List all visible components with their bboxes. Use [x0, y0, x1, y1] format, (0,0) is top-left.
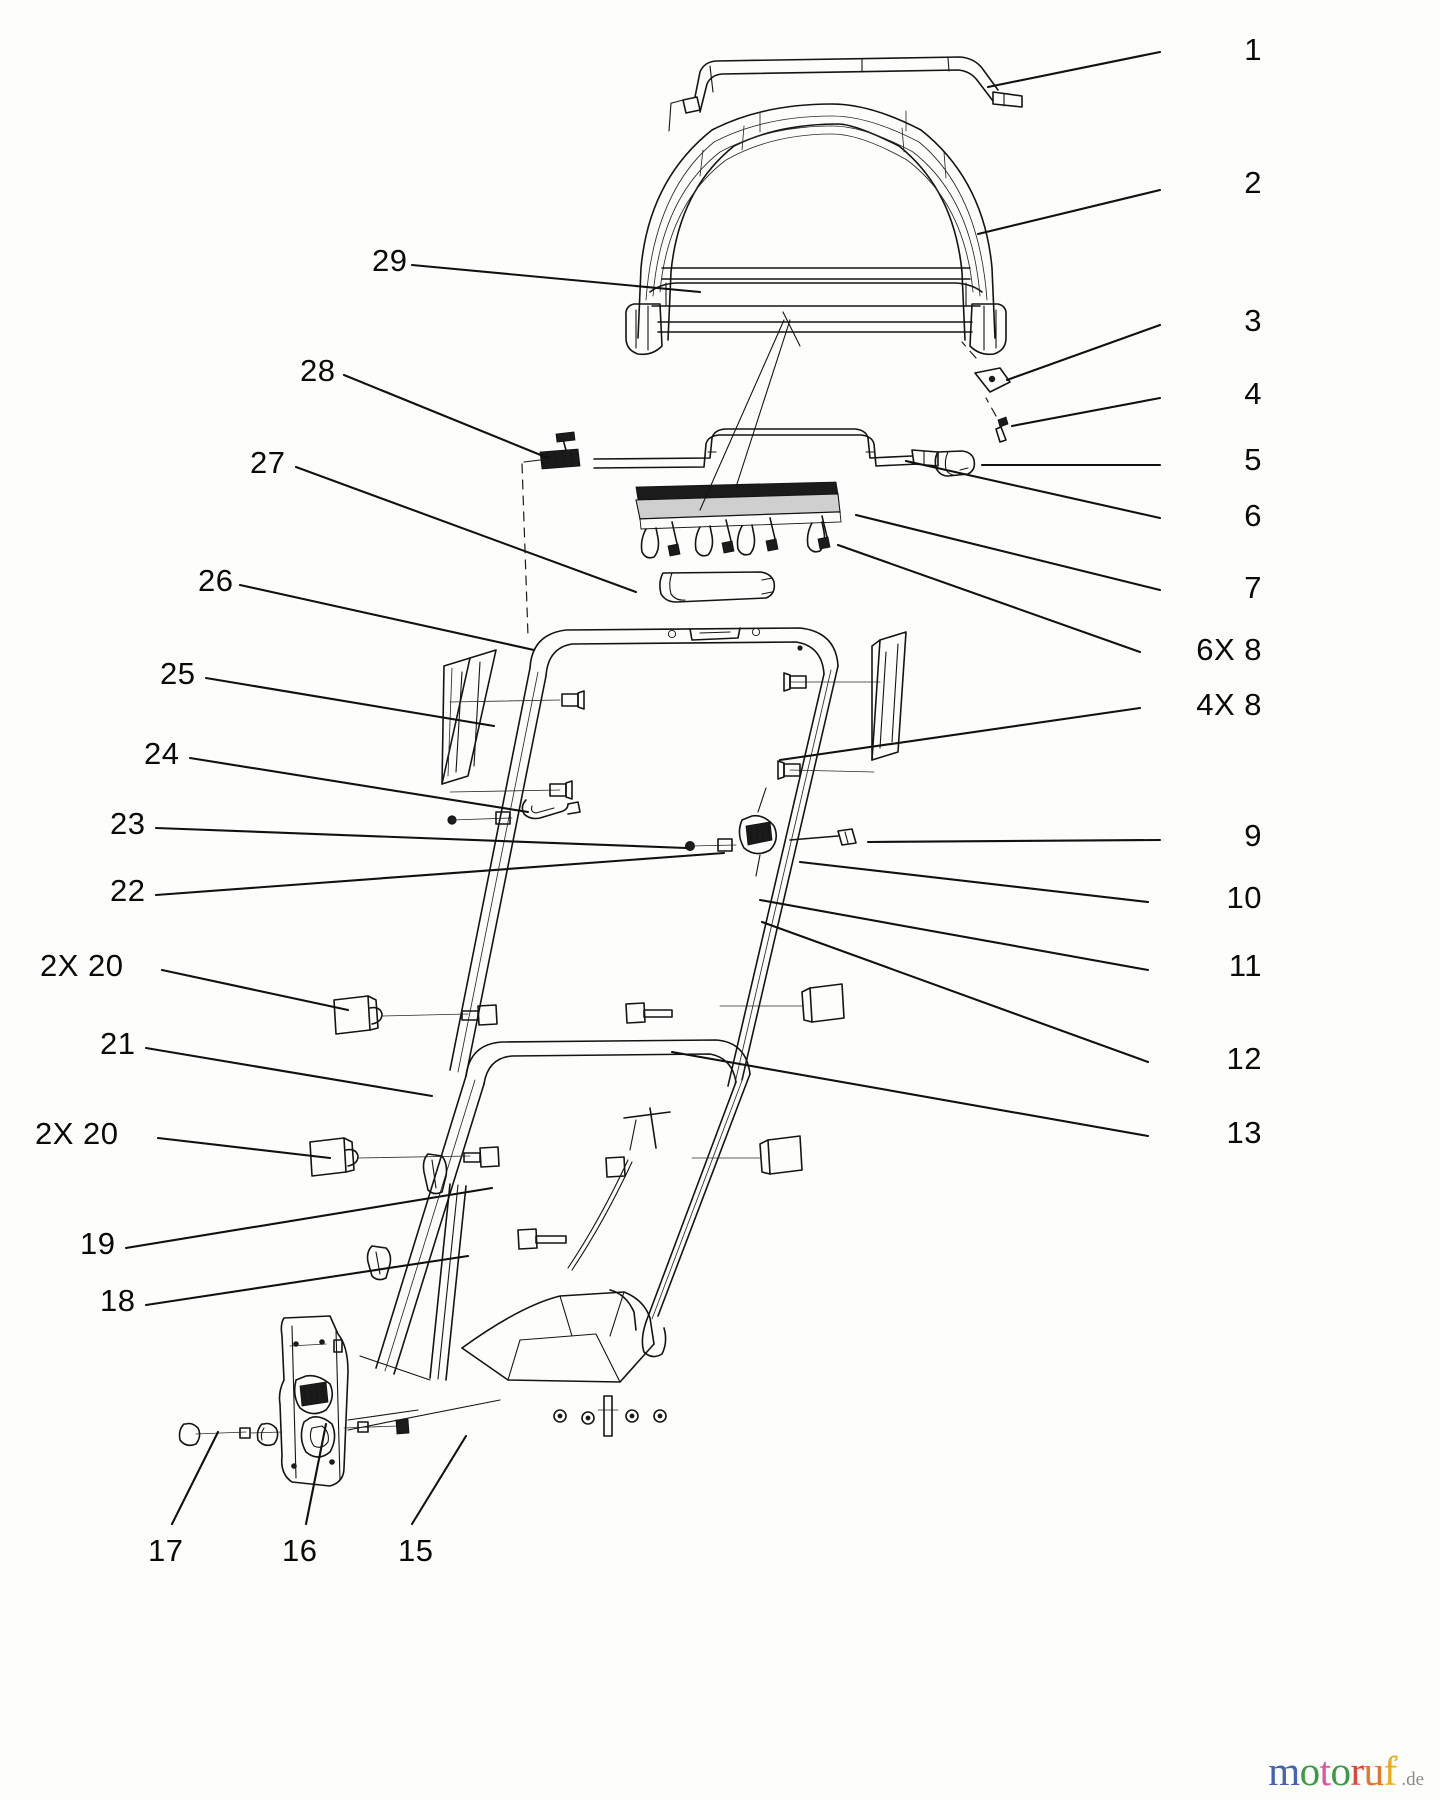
leader-line-4: [1010, 396, 1162, 428]
callout-number-18: 18: [100, 1283, 136, 1318]
callout-number-6: 6: [1244, 498, 1262, 533]
leader-line-4x-8: [778, 706, 1142, 762]
motoruf-logo: motoruf·.de: [1268, 1751, 1424, 1792]
brand-accent-dot: ·: [1392, 1753, 1398, 1769]
leader-line-15: [410, 1434, 468, 1526]
brand-letter-3: o: [1330, 1748, 1352, 1794]
callout-number-15: 15: [398, 1533, 434, 1568]
callout-number-23: 23: [110, 806, 146, 841]
callout-number-10: 10: [1226, 880, 1262, 915]
leader-line-28: [342, 373, 550, 460]
leader-line-1: [986, 50, 1162, 89]
callout-number-19: 19: [80, 1226, 116, 1261]
leader-line-6: [904, 459, 1162, 520]
brand-letter-0: m: [1268, 1748, 1300, 1794]
upper-handle-assembly-part-2: [625, 103, 1007, 356]
leader-line-23: [154, 826, 688, 850]
callout-number-2x-20: 2X 20: [35, 1116, 119, 1151]
brand-letter-2: t: [1319, 1748, 1331, 1794]
callout-number-2x-20: 2X 20: [40, 948, 124, 983]
callout-number-4: 4: [1244, 376, 1262, 411]
callout-number-24: 24: [144, 736, 180, 771]
brand-letters: motoruf: [1268, 1748, 1397, 1794]
callout-number-9: 9: [1244, 818, 1262, 853]
brand-letter-4: r: [1350, 1748, 1365, 1794]
leader-line-22: [154, 851, 726, 897]
callout-number-2: 2: [1244, 165, 1262, 200]
height-adjust-plate-part-15: [278, 1315, 501, 1487]
leader-line-27: [294, 465, 638, 594]
upper-control-bail-part-1: [668, 56, 1023, 132]
grip-tube-part-27: [659, 571, 776, 603]
callout-number-25: 25: [160, 656, 196, 691]
leader-line-6x-8: [836, 543, 1142, 654]
callout-number-17: 17: [148, 1533, 184, 1568]
leader-line-26: [238, 583, 536, 652]
leader-line-13: [670, 1050, 1150, 1138]
callout-number-5: 5: [1244, 442, 1262, 477]
leader-line-10: [798, 860, 1150, 904]
callout-number-12: 12: [1226, 1041, 1262, 1076]
leader-line-3: [1005, 323, 1162, 382]
bolt-part-15-right: [343, 1418, 410, 1435]
leader-line-25: [204, 676, 496, 728]
lower-handle-frame: [309, 983, 845, 1381]
callout-number-26: 26: [198, 563, 234, 598]
leader-line-9: [866, 838, 1162, 844]
callout-number-27: 27: [250, 445, 286, 480]
leader-line-7: [854, 513, 1162, 592]
callout-number-7: 7: [1244, 570, 1262, 605]
callout-number-29: 29: [372, 243, 408, 278]
brand-letter-6: f: [1383, 1748, 1398, 1794]
callout-number-22: 22: [110, 873, 146, 908]
callout-number-16: 16: [282, 1533, 318, 1568]
nut-part-16: [256, 1422, 279, 1447]
leader-line-2: [976, 188, 1162, 236]
callout-number-1: 1: [1244, 32, 1262, 67]
brand-tld: .de: [1401, 1769, 1424, 1790]
callout-number-21: 21: [100, 1026, 136, 1061]
brand-letter-5: u: [1363, 1748, 1385, 1794]
leader-line-24: [188, 756, 530, 814]
control-housing-part-7: [635, 319, 842, 559]
leader-line-17: [170, 1430, 220, 1526]
leader-line-19: [124, 1186, 494, 1250]
mid-handle-frame: [441, 627, 907, 1087]
leader-line-2x-20: [156, 1136, 332, 1160]
control-bail-bar-part-6: [593, 428, 939, 469]
screw-part-4: [985, 397, 1009, 443]
callout-number-11: 11: [1228, 948, 1262, 983]
carriage-bolt-part-17: [178, 1422, 283, 1447]
leader-line-29: [410, 263, 702, 294]
callout-number-4x-8: 4X 8: [1196, 687, 1262, 722]
callout-number-28: 28: [300, 353, 336, 388]
leader-line-2x-20: [160, 968, 350, 1012]
leader-line-21: [144, 1046, 434, 1098]
callout-number-13: 13: [1226, 1115, 1262, 1150]
leader-line-11: [758, 898, 1150, 972]
brand-letter-1: o: [1299, 1748, 1321, 1794]
mounting-plate-part-3: [961, 341, 1011, 393]
leader-line-16: [304, 1422, 328, 1526]
callout-number-6x-8: 6X 8: [1196, 632, 1262, 667]
callout-leader-lines: [124, 50, 1162, 1526]
cable-clamp-part-28: [521, 431, 581, 637]
deck-and-chute: [461, 1289, 667, 1437]
leader-line-18: [144, 1254, 470, 1307]
leader-line-12: [760, 920, 1150, 1064]
callout-number-3: 3: [1244, 303, 1262, 338]
